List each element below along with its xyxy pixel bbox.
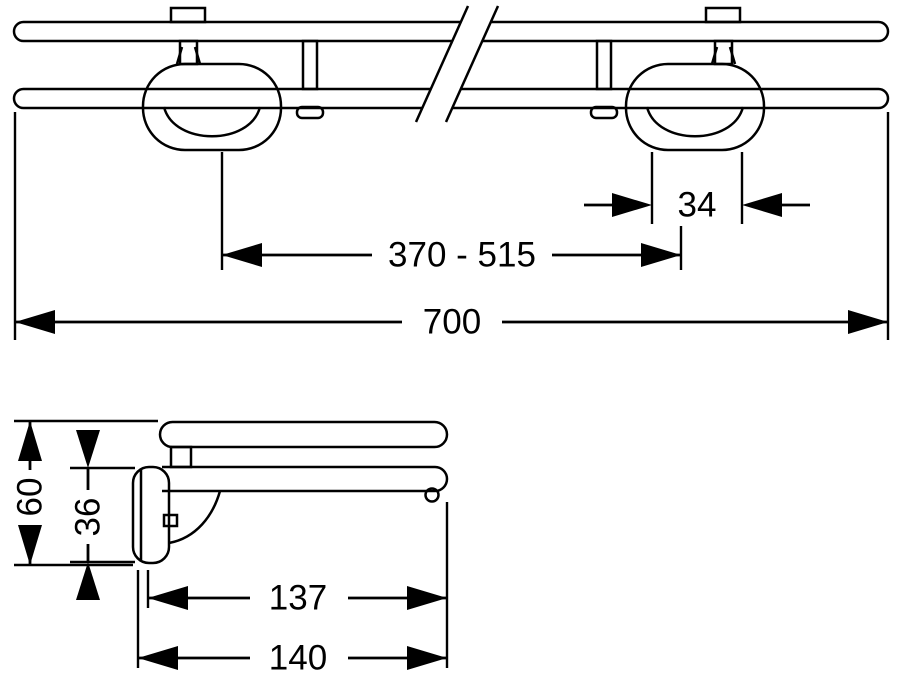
arrowhead-right-pointing [612, 193, 652, 217]
left-escutcheon-cup [162, 106, 262, 138]
dimension-overall-width: 700 [13, 112, 890, 342]
left-bracket-flare [175, 46, 202, 65]
arrowhead-left-pointing [15, 310, 55, 334]
left-mount-block [169, 6, 207, 24]
dim-34-label: 34 [678, 186, 717, 225]
arrowhead-right-pointing [848, 310, 888, 334]
right-escutcheon [624, 62, 766, 152]
arrowhead-down-pointing [18, 525, 42, 565]
break-mask [416, 6, 498, 122]
dimension-bracket-width: 34 [584, 152, 810, 225]
side-post [169, 445, 193, 469]
dimension-inner-depth: 137 [146, 502, 449, 668]
mid-post-left [301, 39, 319, 91]
dim-370-515-label: 370 - 515 [388, 236, 536, 275]
dimension-overall-depth: 140 [136, 570, 447, 678]
dimension-plate-height: 36 [69, 430, 135, 600]
left-bracket-post [178, 39, 199, 66]
side-arm-curve [168, 490, 222, 545]
side-top-bar [158, 420, 449, 449]
arrowhead-right-pointing [407, 586, 447, 610]
left-escutcheon [141, 62, 283, 152]
arrowhead-left-pointing [222, 243, 262, 267]
arrowhead-right-pointing [407, 646, 447, 670]
dim-140-label: 140 [269, 639, 327, 678]
arrowhead-left-pointing [148, 586, 188, 610]
break-line-2 [444, 5, 500, 123]
right-escutcheon-cup [645, 106, 745, 138]
right-bracket-flare [710, 46, 737, 65]
mid-post-right-foot [589, 105, 619, 120]
arrowhead-up-pointing [76, 562, 100, 600]
front-view [12, 5, 890, 152]
right-mount-block [704, 6, 742, 24]
arrowhead-up-pointing [18, 421, 42, 461]
dim-36-label: 36 [69, 498, 108, 537]
arrowhead-left-pointing [138, 646, 178, 670]
dimension-adjustable-span: 370 - 515 [220, 152, 683, 275]
dim-700-label: 700 [423, 303, 481, 342]
right-bracket-post [713, 39, 734, 66]
side-bar-end-knob [424, 487, 440, 503]
side-bottom-bar [162, 465, 449, 493]
dimension-overall-height: 60 [11, 419, 158, 567]
mid-post-right [595, 39, 613, 91]
side-set-screw [162, 513, 179, 528]
break-line-1 [414, 5, 470, 123]
dim-60-label: 60 [11, 478, 50, 517]
arrowhead-down-pointing [76, 430, 100, 468]
mid-post-left-foot [295, 105, 325, 120]
side-view [131, 420, 449, 565]
dim-137-label: 137 [269, 579, 327, 618]
arrowhead-left-pointing [742, 193, 782, 217]
top-rail [12, 20, 890, 43]
arrowhead-right-pointing [641, 243, 681, 267]
